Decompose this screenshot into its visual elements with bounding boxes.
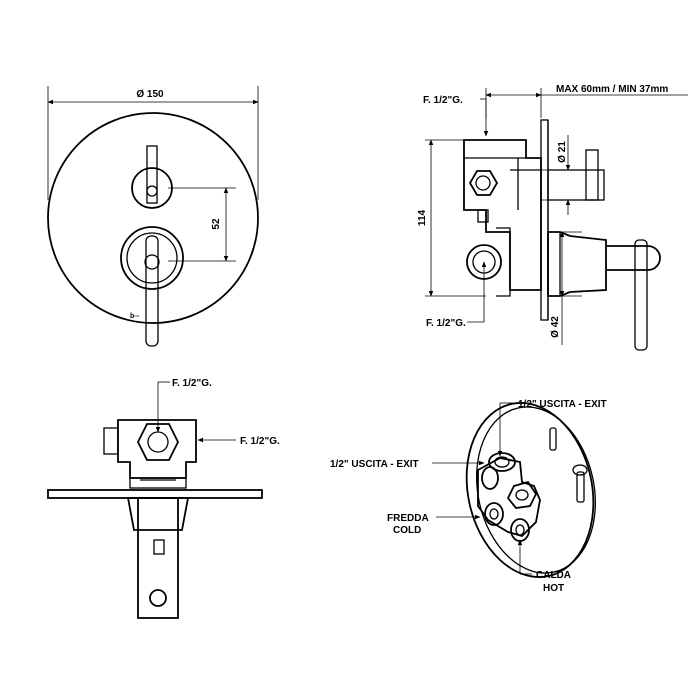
iso-view: 1/2" USCITA - EXIT 1/2" USCITA - EXIT FR… (330, 399, 607, 594)
mixer-lever-side (606, 245, 661, 271)
side-inlet-top-label: F. 1/2"G. (423, 95, 463, 106)
iso-exit-left-port (481, 466, 499, 490)
front-view: Ø 150 b▫▫ 52 (47, 86, 259, 347)
side-small-diameter-label: Ø 21 (557, 141, 568, 163)
iso-hex-nut (506, 480, 538, 509)
top-inlet-side-label: F. 1/2"G. (240, 436, 280, 447)
iso-exit-top-port (488, 452, 516, 472)
iso-cold-port (484, 502, 504, 526)
side-small-fitting (477, 209, 489, 223)
hex-nut-bore (475, 175, 491, 191)
iso-diverter-lever (549, 427, 557, 451)
top-inlet-top-label: F. 1/2"G. (172, 378, 212, 389)
iso-cold-label-2: COLD (393, 525, 421, 536)
iso-hot-port (510, 518, 530, 542)
top-wall-plate (47, 489, 263, 499)
side-large-diameter-label: Ø 42 (550, 316, 561, 338)
top-handle-base (126, 497, 190, 531)
diverter-lever (146, 145, 158, 204)
iso-cover-plate (465, 402, 595, 578)
diverter-lever-side (585, 149, 599, 201)
valve-body (463, 139, 542, 291)
top-body-base (129, 477, 187, 489)
iso-exit-top-label: 1/2" USCITA - EXIT (518, 399, 607, 410)
mixer-handle-outer (120, 226, 184, 290)
brand-mark: b▫▫ (130, 313, 139, 320)
iso-exit-left-label: 1/2" USCITA - EXIT (330, 459, 419, 470)
mixer-lever-end (144, 254, 160, 270)
top-inlet-bore (147, 431, 169, 453)
mixer-lever (145, 235, 159, 347)
mixer-lever-vertical (634, 239, 648, 351)
side-depth-label: MAX 60mm / MIN 37mm (556, 84, 668, 95)
side-height-label: 114 (417, 209, 428, 226)
lower-inlet-housing (496, 227, 511, 297)
iso-hot-label-2: HOT (543, 583, 564, 594)
cover-plate (47, 112, 259, 324)
front-height-label: 52 (211, 218, 222, 230)
top-view: F. 1/2"G. F. 1/2"G. (47, 378, 280, 619)
side-view: MAX 60mm / MIN 37mm F. 1/2"G. F. 1/2"G. (417, 84, 688, 351)
iso-mixer-knob (572, 464, 588, 476)
diverter-lever-end (146, 185, 158, 197)
iso-cover-plate-edge (475, 406, 597, 574)
mixer-handle-inner (126, 232, 178, 284)
mixer-handle-side (547, 231, 607, 297)
top-handle-lever (137, 497, 179, 619)
top-side-fitting (103, 427, 119, 455)
top-handle-hole (149, 589, 167, 607)
top-valve-body (117, 419, 197, 479)
wall-plate (540, 119, 549, 321)
top-hex-nut (136, 423, 180, 461)
diverter-spindle (547, 169, 605, 201)
iso-exit-top-bore (494, 456, 510, 468)
side-inlet-bottom-label: F. 1/2"G. (426, 318, 466, 329)
top-handle-slot (153, 539, 165, 555)
iso-hot-bore (515, 524, 525, 536)
iso-cold-bore (489, 508, 499, 520)
iso-hex-bore (515, 489, 529, 501)
front-diameter-label: Ø 150 (136, 89, 164, 100)
diverter-knob (131, 167, 173, 209)
iso-cold-label-1: FREDDA (387, 513, 429, 524)
hex-nut (468, 170, 499, 196)
iso-mixer-lever (576, 471, 585, 503)
